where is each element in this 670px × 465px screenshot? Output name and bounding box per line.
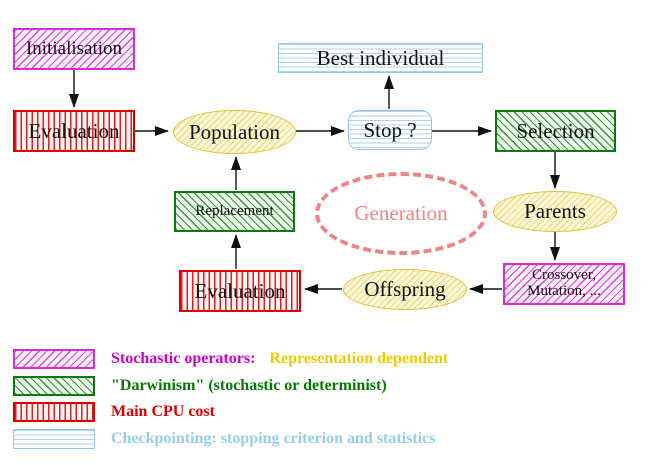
legend-cpu-label: Main CPU cost <box>111 403 215 420</box>
node-initialisation-label: Initialisation <box>25 38 123 60</box>
node-generation-label: Generation <box>354 201 448 226</box>
node-replacement: Replacement <box>174 191 295 232</box>
legend-representation-label: Representation dependent <box>269 350 449 367</box>
legend-checkpointing-label: Checkpointing: stopping criterion and st… <box>111 429 436 447</box>
node-stop: Stop ? <box>348 110 432 150</box>
node-parents: Parents <box>493 191 617 232</box>
node-evaluation-bottom-label: Evaluation <box>194 278 286 303</box>
node-generation: Generation <box>315 172 487 255</box>
node-population-label: Population <box>188 119 280 144</box>
node-offspring-label: Offspring <box>364 277 446 302</box>
legend-stochastic-label: Stochastic operators: <box>111 350 256 367</box>
node-evaluation-bottom: Evaluation <box>179 270 301 312</box>
node-replacement-label: Replacement <box>195 202 274 219</box>
node-crossover-line2: Mutation, ... <box>527 283 601 299</box>
node-crossover-line1: Crossover, <box>532 267 596 284</box>
node-initialisation: Initialisation <box>13 28 135 70</box>
node-evaluation-top: Evaluation <box>13 110 135 152</box>
node-population: Population <box>173 110 296 154</box>
node-selection-label: Selection <box>516 118 595 143</box>
legend-row-cpu: Main CPU cost <box>13 402 448 422</box>
node-evaluation-top-label: Evaluation <box>28 118 120 143</box>
node-best-individual-label: Best individual <box>316 45 445 70</box>
node-best-individual: Best individual <box>278 43 483 73</box>
node-crossover-mutation: Crossover, Mutation, ... <box>503 263 625 305</box>
legend-row-checkpointing: Checkpointing: stopping criterion and st… <box>13 428 448 449</box>
legend-swatch-red <box>13 402 95 422</box>
legend-row-darwinism: "Darwinism" (stochastic or determinist) <box>13 375 448 396</box>
node-offspring: Offspring <box>343 269 467 310</box>
legend-swatch-green <box>13 375 95 396</box>
node-stop-label: Stop ? <box>363 117 417 142</box>
legend-darwinism-label: "Darwinism" (stochastic or determinist) <box>111 376 387 394</box>
legend: Stochastic operators: Representation dep… <box>13 349 448 455</box>
legend-row-stochastic: Stochastic operators: Representation dep… <box>13 349 448 369</box>
node-selection: Selection <box>495 110 616 152</box>
legend-swatch-magenta <box>13 349 95 369</box>
legend-swatch-cyan <box>13 428 95 449</box>
node-parents-label: Parents <box>524 199 586 224</box>
